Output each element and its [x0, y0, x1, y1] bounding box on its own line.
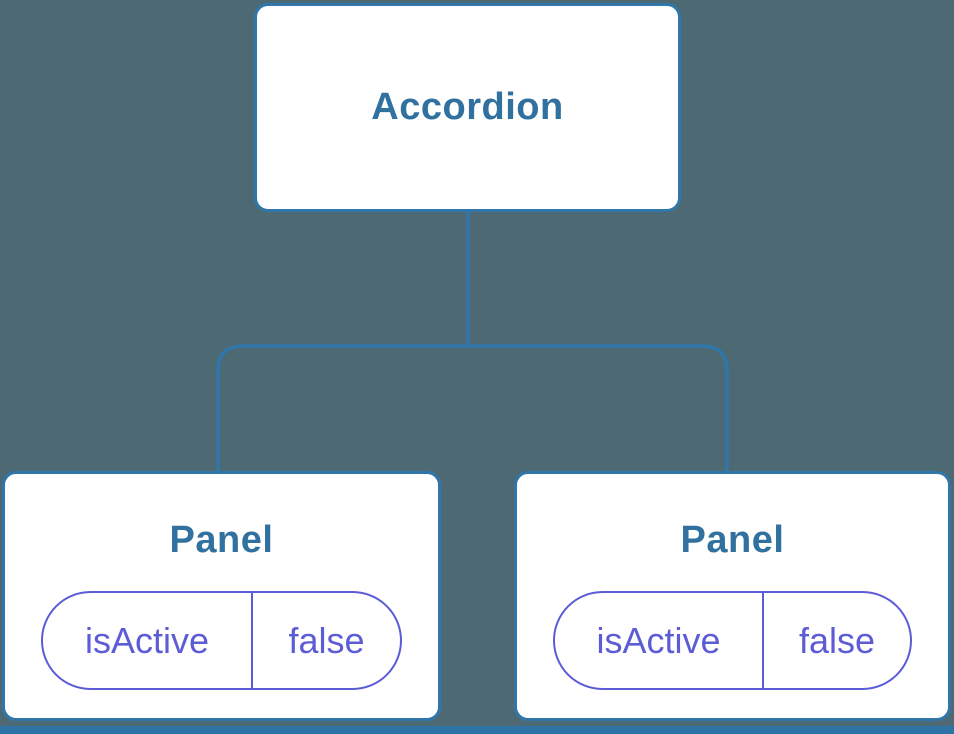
- state-name: isActive: [43, 593, 254, 688]
- panel-1-state-pill: isActive false: [41, 591, 402, 690]
- panel-2-state-pill: isActive false: [553, 591, 912, 690]
- state-value: false: [798, 619, 875, 661]
- node-panel-2: Panel isActive false: [514, 471, 951, 721]
- cropped-element-top-edge: [0, 726, 954, 734]
- panel-2-label: Panel: [680, 519, 785, 561]
- node-panel-1: Panel isActive false: [2, 471, 441, 721]
- state-name: isActive: [555, 593, 764, 688]
- state-value: false: [288, 619, 365, 661]
- connector-bracket: [216, 344, 729, 472]
- node-accordion: Accordion: [254, 3, 681, 212]
- panel-1-label: Panel: [169, 519, 274, 561]
- accordion-label: Accordion: [371, 86, 564, 128]
